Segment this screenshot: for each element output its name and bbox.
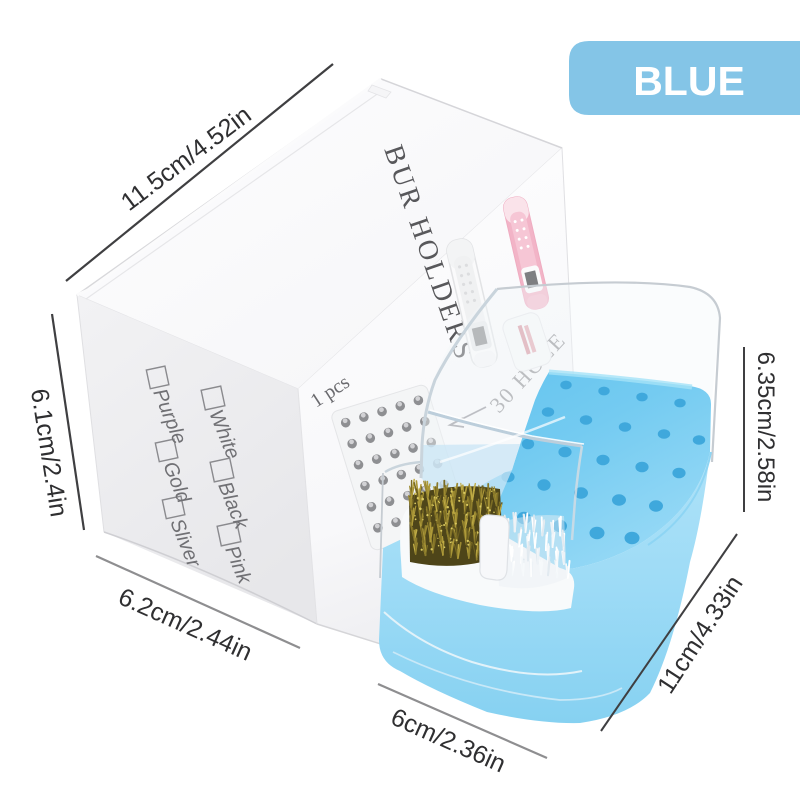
svg-text:BLUE: BLUE <box>633 58 745 104</box>
svg-text:6.35cm/2.58in: 6.35cm/2.58in <box>752 352 779 503</box>
